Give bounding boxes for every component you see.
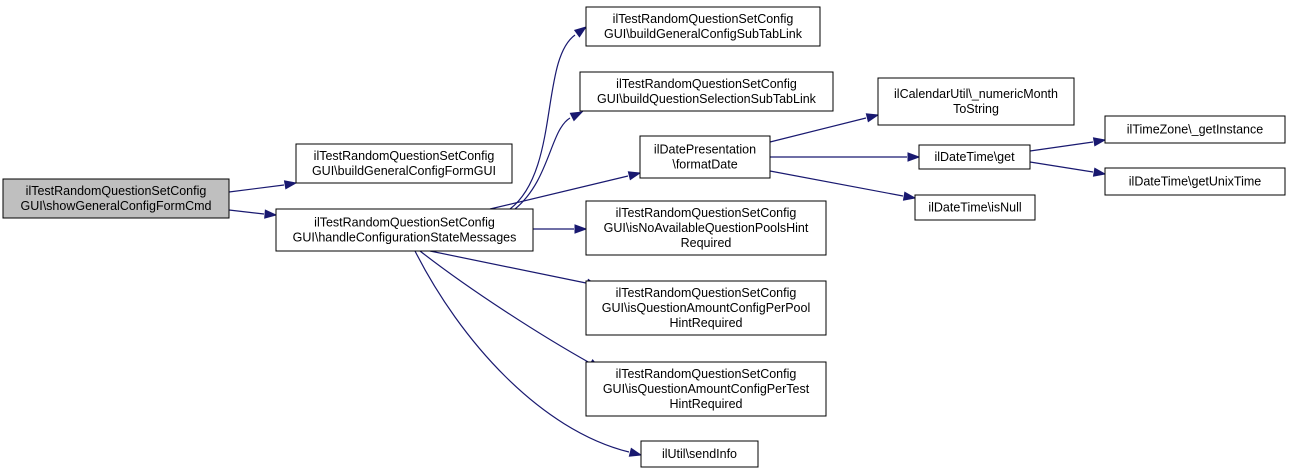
arrowhead [1092, 137, 1107, 147]
edge-line [419, 250, 591, 364]
edge-handle-to-genSub [509, 26, 588, 210]
node-label-line: GUI\showGeneralConfigFormCmd [20, 199, 211, 213]
arrowhead [264, 209, 278, 219]
node-box [1104, 115, 1286, 144]
edge-dtGet-to-unix [1029, 161, 1107, 177]
arrowhead [574, 224, 588, 234]
node-label-line: ilDateTime\get [934, 150, 1015, 164]
edge-handle-to-perPool [429, 250, 600, 288]
node-dtGet[interactable]: ilDateTime\get [918, 144, 1031, 170]
node-label-line: ToString [953, 102, 999, 116]
node-label-line: ilDateTime\getUnixTime [1129, 175, 1261, 189]
node-label-line: HintRequired [670, 316, 743, 330]
node-qsSub[interactable]: ilTestRandomQuestionSetConfigGUI\buildQu… [579, 71, 834, 112]
node-label-line: ilTestRandomQuestionSetConfig [314, 149, 495, 163]
node-label-line: ilUtil\sendInfo [662, 447, 737, 461]
edge-fmtDate-to-numMonth [769, 113, 880, 143]
node-label-line: \formatDate [672, 158, 737, 172]
edge-fmtDate-to-dtNull [769, 170, 917, 201]
arrowhead [1092, 167, 1107, 177]
node-genSub[interactable]: ilTestRandomQuestionSetConfigGUI\buildGe… [585, 6, 821, 47]
node-label-line: ilTestRandomQuestionSetConfig [616, 286, 797, 300]
node-label-line: GUI\isQuestionAmountConfigPerTest [603, 382, 810, 396]
edge-line [228, 184, 285, 193]
node-box [275, 208, 534, 252]
edge-line [414, 250, 630, 453]
node-box [585, 6, 821, 47]
node-label-line: GUI\buildQuestionSelectionSubTabLink [597, 92, 817, 106]
node-box [877, 77, 1075, 126]
node-fmtDate[interactable]: ilDatePresentation\formatDate [639, 135, 771, 179]
arrowhead [865, 113, 880, 123]
node-box [295, 143, 513, 184]
node-box [1104, 167, 1286, 196]
node-label-line: GUI\handleConfigurationStateMessages [293, 231, 517, 245]
edge-fmtDate-to-dtGet [770, 152, 921, 162]
node-box [585, 200, 827, 256]
edge-dtGet-to-tzInst [1029, 137, 1107, 152]
edge-handle-to-qsSub [514, 111, 584, 210]
node-label-line: ilDateTime\isNull [928, 201, 1021, 215]
edge-handle-to-noPools [533, 224, 588, 234]
arrowhead [573, 26, 588, 38]
edge-line [489, 175, 629, 210]
node-label-line: ilCalendarUtil\_numericMonth [894, 87, 1058, 101]
edge-line [1029, 141, 1094, 152]
edge-show-to-buildForm [228, 180, 298, 193]
edge-line [769, 170, 904, 197]
node-label-line: ilTestRandomQuestionSetConfig [613, 12, 794, 26]
node-unix[interactable]: ilDateTime\getUnixTime [1104, 167, 1286, 196]
node-show[interactable]: ilTestRandomQuestionSetConfigGUI\showGen… [2, 178, 230, 219]
arrowhead [627, 171, 642, 181]
node-label-line: Required [681, 236, 732, 250]
arrowhead [907, 152, 921, 162]
node-box [639, 135, 771, 179]
node-buildForm[interactable]: ilTestRandomQuestionSetConfigGUI\buildGe… [295, 143, 513, 184]
arrowhead [628, 447, 643, 457]
node-handle[interactable]: ilTestRandomQuestionSetConfigGUI\handleC… [275, 208, 534, 252]
node-sendInfo[interactable]: ilUtil\sendInfo [640, 440, 759, 468]
node-label-line: ilTestRandomQuestionSetConfig [616, 367, 797, 381]
node-box [914, 194, 1036, 221]
edge-line [228, 209, 265, 215]
arrowhead [902, 191, 917, 201]
node-box [585, 361, 827, 417]
edge-handle-to-sendInfo [414, 250, 643, 457]
edge-show-to-handle [228, 209, 278, 219]
edge-line [1029, 161, 1094, 173]
node-label-line: ilDatePresentation [654, 143, 756, 157]
node-box [918, 144, 1031, 170]
node-box [2, 178, 230, 219]
nodes-layer: ilTestRandomQuestionSetConfigGUI\showGen… [2, 6, 1286, 468]
edges-layer [228, 26, 1107, 457]
node-perTest[interactable]: ilTestRandomQuestionSetConfigGUI\isQuest… [585, 361, 827, 417]
node-label-line: ilTestRandomQuestionSetConfig [616, 77, 797, 91]
edge-line [429, 250, 587, 284]
arrowhead [569, 111, 584, 122]
node-box [585, 280, 827, 336]
edge-handle-to-fmtDate [489, 171, 642, 210]
edge-line [514, 117, 571, 210]
node-tzInst[interactable]: ilTimeZone\_getInstance [1104, 115, 1286, 144]
node-box [579, 71, 834, 112]
node-label-line: GUI\isNoAvailableQuestionPoolsHint [604, 221, 809, 235]
edge-line [509, 34, 576, 210]
node-label-line: HintRequired [670, 397, 743, 411]
arrowhead [283, 180, 298, 190]
edge-line [769, 117, 867, 143]
node-box [640, 440, 759, 468]
edge-handle-to-perTest [419, 250, 602, 370]
node-noPools[interactable]: ilTestRandomQuestionSetConfigGUI\isNoAva… [585, 200, 827, 256]
node-label-line: ilTimeZone\_getInstance [1127, 123, 1263, 137]
node-label-line: ilTestRandomQuestionSetConfig [616, 206, 797, 220]
node-perPool[interactable]: ilTestRandomQuestionSetConfigGUI\isQuest… [585, 280, 827, 336]
node-label-line: GUI\buildGeneralConfigFormGUI [312, 164, 496, 178]
node-label-line: GUI\buildGeneralConfigSubTabLink [604, 27, 803, 41]
node-label-line: ilTestRandomQuestionSetConfig [314, 216, 495, 230]
node-dtNull[interactable]: ilDateTime\isNull [914, 194, 1036, 221]
node-label-line: ilTestRandomQuestionSetConfig [26, 184, 207, 198]
node-label-line: GUI\isQuestionAmountConfigPerPool [602, 301, 810, 315]
